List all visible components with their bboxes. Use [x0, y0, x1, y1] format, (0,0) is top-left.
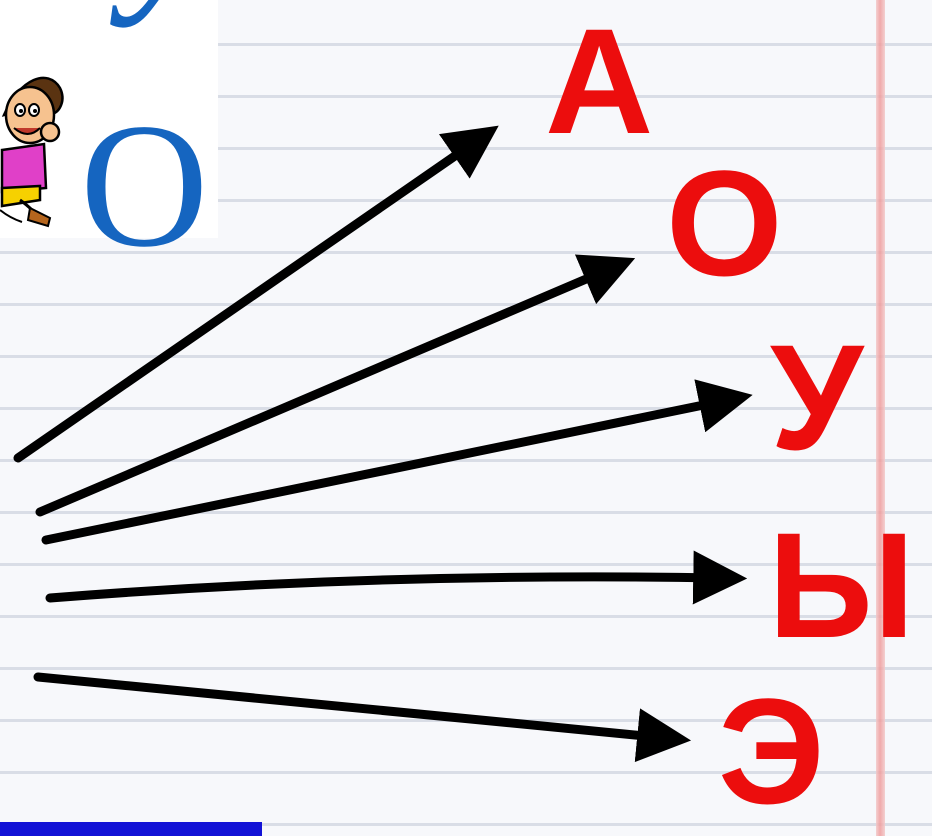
letter-y: Ы — [768, 501, 915, 669]
card-letter-top: У — [96, 0, 204, 52]
letter-u: У — [770, 313, 864, 481]
bottom-bar — [0, 822, 262, 836]
margin-line — [876, 0, 885, 836]
running-man-icon — [0, 76, 64, 228]
arrow-to-y — [45, 550, 748, 605]
letter-a: А — [545, 0, 654, 165]
letter-e: Э — [718, 667, 825, 835]
arrow-to-e — [33, 672, 692, 763]
arrow-to-o — [35, 254, 636, 517]
letter-o: О — [666, 139, 783, 307]
picture-card: У О — [0, 0, 218, 274]
arrow-to-u — [41, 379, 753, 545]
arrow-to-a — [13, 125, 499, 463]
card-letter: О — [80, 86, 209, 284]
